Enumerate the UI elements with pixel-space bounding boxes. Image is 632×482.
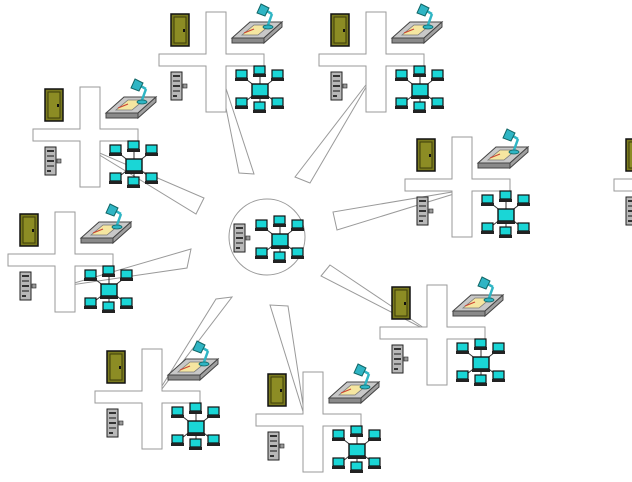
node-8: [255, 362, 381, 473]
server-icon: [625, 196, 632, 226]
network-icon: [332, 426, 381, 473]
network-icon: [395, 66, 444, 113]
connector-wedge: [320, 264, 431, 333]
server-icon: [19, 271, 37, 301]
connector-wedge: [269, 304, 306, 419]
desk-lamp-icon: [230, 2, 284, 45]
network-icon: [235, 66, 284, 113]
network-icon: [481, 191, 530, 238]
cross-frame: [7, 211, 114, 313]
satellite-nodes: [7, 2, 632, 473]
connector-wedge: [294, 76, 373, 184]
door-icon: [330, 13, 350, 47]
cross-frame: [613, 178, 632, 192]
cross-frame: [94, 348, 201, 450]
node-2: [318, 2, 444, 113]
door-icon: [391, 286, 411, 320]
cross-frame: [255, 371, 362, 473]
server-icon: [391, 344, 409, 374]
cross-frame: [32, 86, 139, 188]
node-5: [7, 202, 133, 313]
desk-lamp-icon: [476, 127, 530, 170]
server-icon: [330, 71, 348, 101]
server-icon: [267, 431, 285, 461]
network-icon: [456, 339, 505, 386]
desk-lamp-icon: [451, 275, 505, 318]
node-7: [94, 339, 220, 450]
cross-frame: [318, 11, 425, 113]
desk-lamp-icon: [390, 2, 444, 45]
node-9-partial: [613, 138, 632, 226]
desk-lamp-icon: [104, 77, 158, 120]
door-icon: [416, 138, 436, 172]
connector-wedge: [151, 296, 234, 403]
node-1: [158, 2, 284, 113]
server-icon: [44, 146, 62, 176]
desk-lamp-icon: [79, 202, 133, 245]
hub-circle: [228, 198, 306, 276]
network-icon: [171, 403, 220, 450]
server-icon: [170, 71, 188, 101]
door-icon: [625, 138, 632, 172]
door-icon: [44, 88, 64, 122]
door-icon: [170, 13, 190, 47]
desk-lamp-icon: [327, 362, 381, 405]
door-icon: [19, 213, 39, 247]
cross-frame: [379, 284, 486, 386]
cross-frame: [158, 11, 265, 113]
node-3: [32, 77, 158, 188]
node-6: [379, 275, 505, 386]
network-icon: [84, 266, 133, 313]
hub-node: [228, 198, 306, 276]
door-icon: [267, 373, 287, 407]
cross-frame: [404, 136, 511, 238]
server-icon: [106, 408, 124, 438]
node-4: [404, 127, 530, 238]
connector-wedge: [332, 188, 471, 231]
door-icon: [106, 350, 126, 384]
